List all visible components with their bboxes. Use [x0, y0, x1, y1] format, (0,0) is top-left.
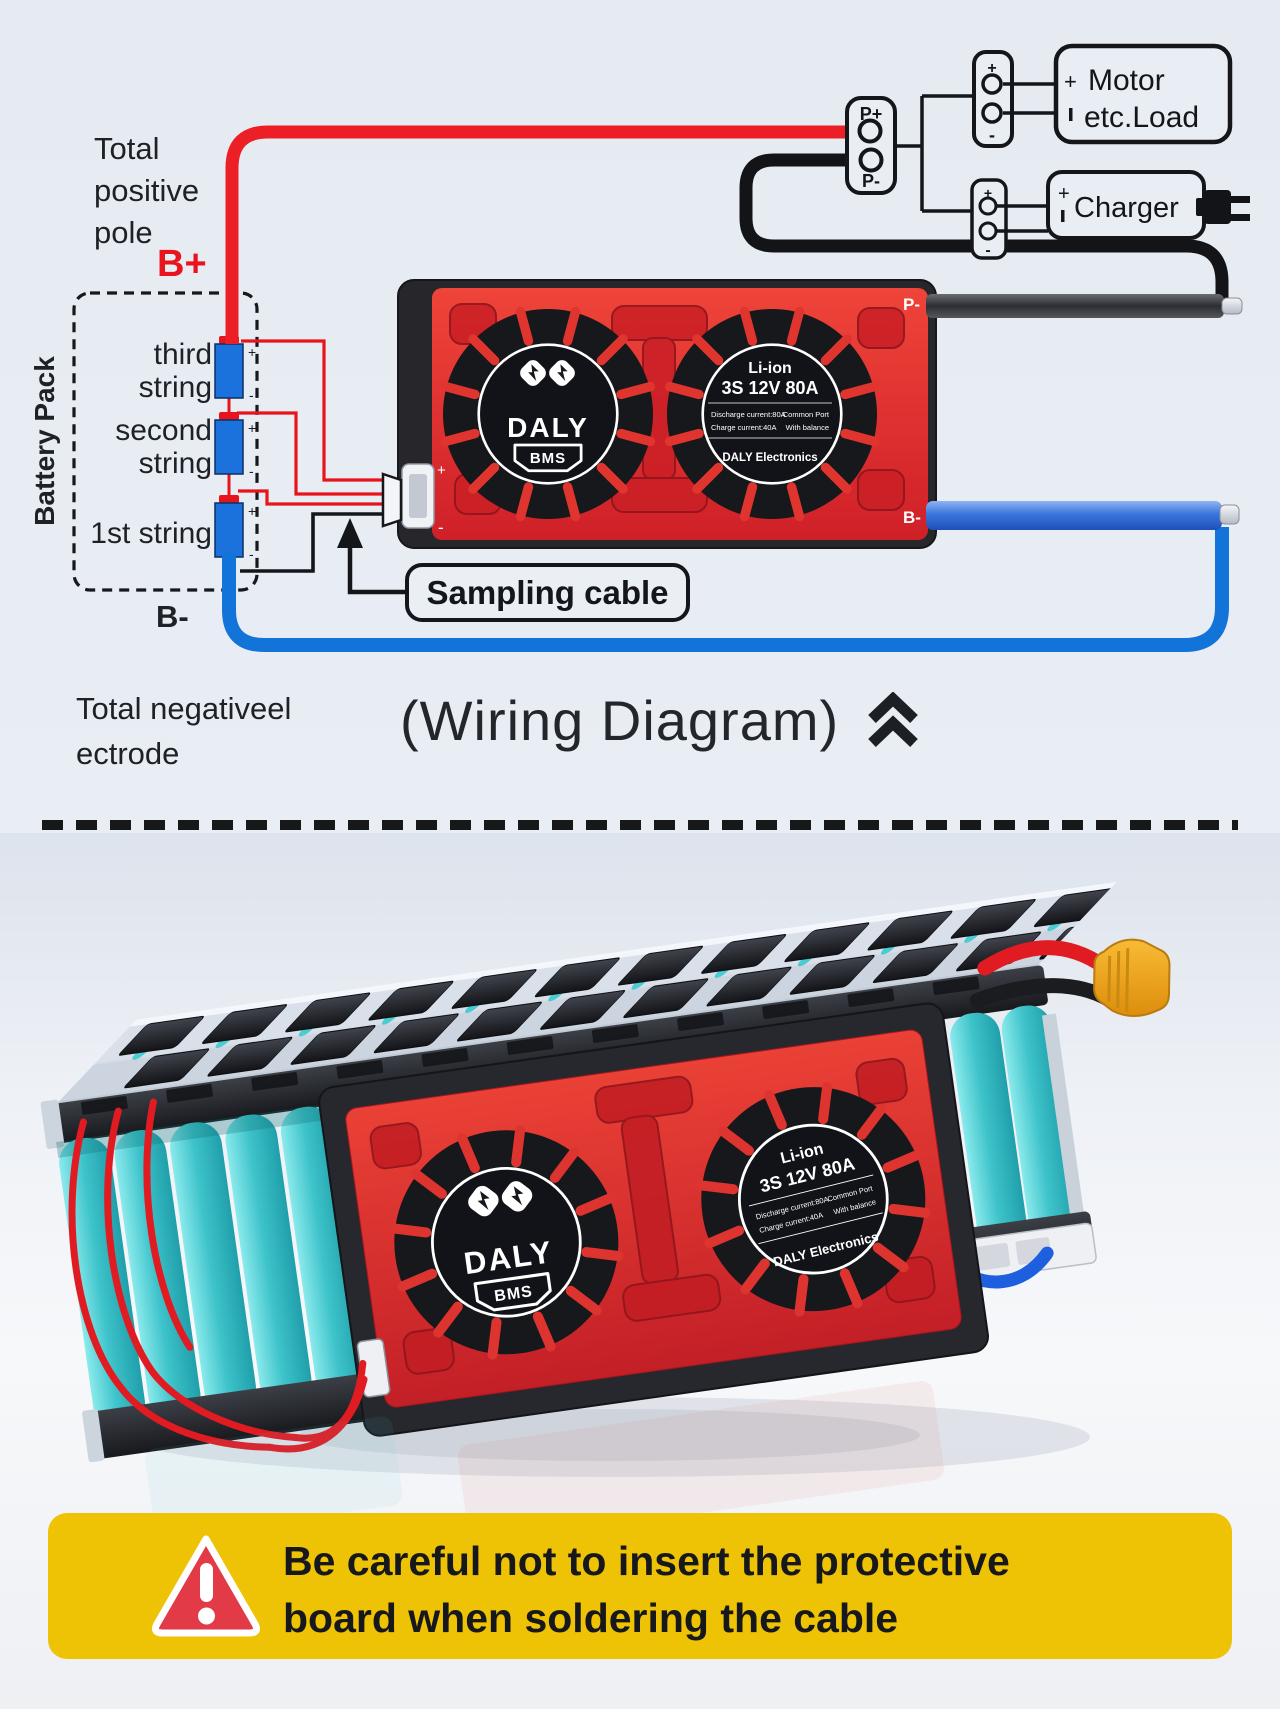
- svg-text:Common Port: Common Port: [783, 410, 830, 419]
- label-total-positive-pole: Total positive pole: [94, 131, 200, 250]
- svg-text:-: -: [989, 125, 995, 145]
- svg-text:-: -: [249, 387, 254, 403]
- label-b-plus: B+: [157, 243, 207, 285]
- motor-label: Motor: [1088, 64, 1165, 97]
- b-minus-cable: [926, 501, 1240, 530]
- motor-connector-box: [972, 50, 1014, 148]
- battery-polarity-marks: + - + - + -: [248, 344, 256, 562]
- svg-text:-: -: [985, 242, 990, 259]
- sampling-cable-callout: Sampling cable: [405, 563, 690, 622]
- wire-b-minus-blue: [222, 527, 1229, 652]
- label-battery-pack: Battery Pack: [29, 356, 60, 526]
- xt60-connector: [1093, 938, 1171, 1018]
- svg-text:BMS: BMS: [493, 1283, 534, 1305]
- double-chevron-up-icon: [868, 692, 918, 747]
- branch-wires: [895, 82, 1056, 233]
- sampling-feed-wires: [266, 1359, 368, 1453]
- battery-cell-first: [214, 502, 244, 558]
- p-plus-label: P+: [860, 104, 883, 124]
- battery-cell-third: [214, 343, 244, 399]
- warning-banner: Be careful not to insert the protective …: [48, 1513, 1232, 1659]
- svg-text:+: +: [984, 185, 992, 201]
- dashed-divider: [42, 820, 1238, 830]
- svg-text:+: +: [1064, 69, 1077, 94]
- charger-connector-box: [970, 178, 1008, 260]
- sampling-wires-render: [68, 1098, 299, 1451]
- cells-right: [950, 1005, 1087, 1252]
- connector-labels: P+ P- + - + - + Motor etc.Load + Charger: [860, 60, 1199, 259]
- output-connectors: [845, 43, 1233, 260]
- sampling-plug: [381, 472, 403, 528]
- charger-plug-icon: [1196, 190, 1250, 224]
- label-b-minus: B-: [156, 599, 189, 634]
- spec-label: Li-ion 3S 12V 80A Discharge current:80A …: [708, 360, 832, 464]
- bms-board-render: DALY BMS Li-ion 3S 12V 80A Discharge cur…: [318, 1002, 989, 1437]
- wiring-diagram-section: + - + - + -: [0, 0, 1280, 833]
- board-p-minus: P-: [903, 295, 920, 314]
- white-bracket: [960, 1222, 1097, 1281]
- label-second-string: second string: [115, 414, 212, 480]
- board-b-minus: B-: [903, 508, 921, 527]
- warning-text: Be careful not to insert the protective …: [283, 1538, 1010, 1641]
- pack-top-face: [54, 881, 1117, 1106]
- product-photo-section: DALY BMS Li-ion 3S 12V 80A Discharge cur…: [0, 833, 1280, 1709]
- sampling-wires-red: [237, 339, 383, 506]
- svg-text:+: +: [437, 462, 446, 479]
- warning-triangle-icon: [152, 1535, 260, 1637]
- svg-text:+: +: [248, 503, 256, 519]
- brand-text: DALY: [507, 412, 589, 443]
- bms-badge-text: BMS: [530, 450, 566, 467]
- battery-cells: [214, 336, 244, 558]
- label-total-negative-electrode: Total negativeel ectrode: [76, 691, 292, 771]
- svg-text:3S 12V 80A: 3S 12V 80A: [721, 378, 818, 398]
- sampling-wire-black: [240, 512, 383, 573]
- section-title: (Wiring Diagram): [400, 689, 840, 752]
- red-power-cable: [977, 940, 1112, 976]
- product-render: DALY BMS Li-ion 3S 12V 80A Discharge cur…: [40, 881, 1171, 1544]
- bms-board-diagram: DALY BMS Li-ion 3S 12V 80A Discharge cur…: [397, 279, 937, 549]
- svg-text:+: +: [1058, 183, 1070, 205]
- svg-text:+: +: [987, 60, 996, 77]
- svg-text:Discharge current:80A: Discharge current:80A: [711, 410, 786, 419]
- charger-label: Charger: [1074, 192, 1179, 224]
- motor-load-box: [1053, 43, 1233, 145]
- svg-text:-: -: [438, 518, 444, 537]
- etc-load-label: etc.Load: [1084, 101, 1199, 134]
- svg-text:+: +: [248, 344, 256, 360]
- frame-corner-bracket: [40, 1099, 65, 1149]
- battery-pack-dashed-box: [72, 291, 259, 592]
- pack-bottom-frame-left: [86, 1372, 381, 1460]
- battery-cell-second: [214, 419, 244, 475]
- battery-pack-render: DALY BMS Li-ion 3S 12V 80A Discharge cur…: [40, 881, 1171, 1463]
- wire-p-minus-black: [739, 153, 1229, 303]
- wire-b-plus-red: [225, 125, 852, 344]
- sampling-cable-text: Sampling cable: [426, 573, 669, 611]
- svg-text:With balance: With balance: [786, 423, 829, 432]
- svg-text:DALY Electronics: DALY Electronics: [722, 452, 817, 464]
- terminal-circles: [857, 73, 1003, 241]
- svg-text:-: -: [249, 546, 254, 562]
- svg-text:-: -: [249, 463, 254, 479]
- svg-text:Li-ion: Li-ion: [748, 360, 792, 377]
- board-grooves: [449, 303, 905, 515]
- svg-text:+: +: [248, 420, 256, 436]
- p-minus-label: P-: [862, 171, 880, 191]
- svg-text:Charge current:40A: Charge current:40A: [711, 423, 776, 432]
- p-minus-cable: [926, 294, 1243, 318]
- label-first-string: 1st string: [90, 517, 212, 550]
- sampling-arrow: [337, 518, 407, 595]
- label-third-string: third string: [138, 338, 212, 404]
- balance-socket: [401, 463, 435, 529]
- wiring-diagram-canvas: + - + - + -: [72, 43, 1250, 652]
